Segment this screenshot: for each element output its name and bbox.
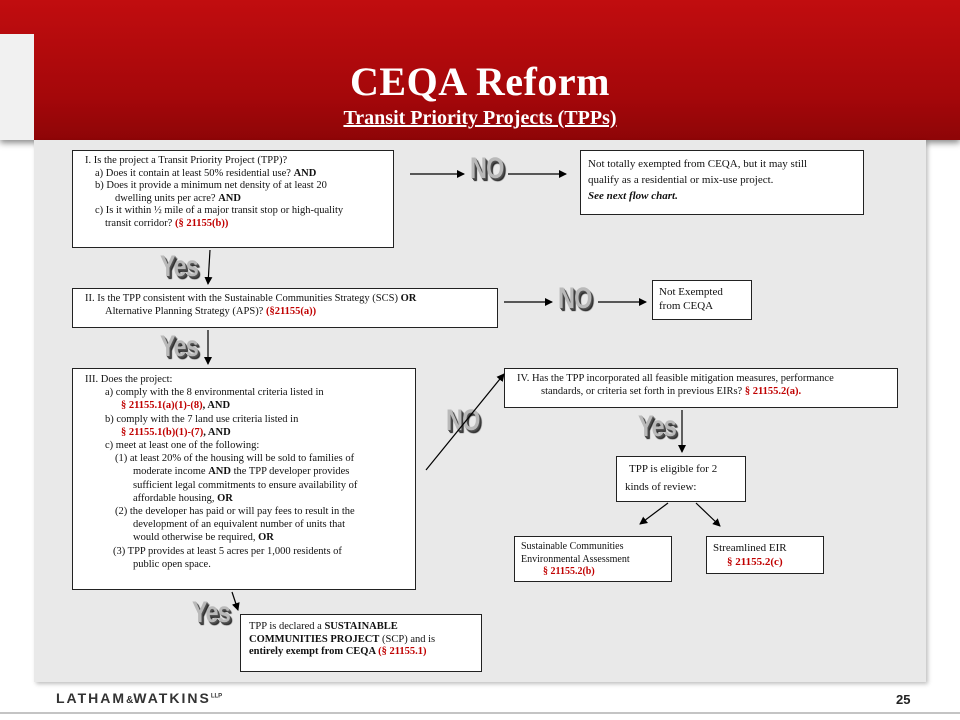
logo-part-a: LATHAM — [56, 690, 127, 706]
scp-l2-bold: COMMUNITIES PROJECT — [249, 633, 380, 645]
box3-c2-3-or: OR — [258, 532, 274, 544]
decision-no-2: NO — [558, 282, 592, 315]
footer-divider — [0, 712, 960, 714]
box4-l2-text: standards, or criteria set forth in prev… — [541, 385, 745, 397]
box3-c1-2-post: the TPP developer provides — [230, 466, 350, 478]
logo-part-b: WATKINS — [133, 690, 211, 706]
scea-line-2: Environmental Assessment — [521, 553, 630, 565]
box-scp-declared: TPP is declared a SUSTAINABLE COMMUNITIE… — [240, 614, 482, 672]
box3-b2-ref: § 21155.1(b)(1)-(7) — [121, 426, 204, 438]
box3-c3-2: public open space. — [133, 558, 211, 570]
box-eligible-review: TPP is eligible for 2 kinds of review: — [616, 456, 746, 502]
box1-question: I. Is the project a Transit Priority Pro… — [85, 155, 288, 166]
box3-c3-1: (3) TPP provides at least 5 acres per 1,… — [113, 545, 342, 557]
logo-llp: LLP — [210, 693, 223, 700]
box1-b2-text: dwelling units per acre? — [115, 192, 219, 204]
box3-c2-3-text: would otherwise be required, — [133, 532, 259, 544]
box3-a2-and: , AND — [202, 400, 231, 412]
scp-l3-bold: entirely exempt from CEQA — [249, 646, 379, 658]
scp-line-3: entirely exempt from CEQA (§ 21155.1) — [249, 646, 473, 659]
eligible-line-1: TPP is eligible for 2 — [629, 463, 718, 475]
scp-l1-text: TPP is declared a — [249, 621, 325, 632]
box1-line-a: a) Does it contain at least 50% resident… — [79, 168, 387, 181]
box3-intro: III. Does the project: — [85, 374, 173, 385]
box-scs-question: II. Is the TPP consistent with the Susta… — [72, 288, 498, 328]
header-left-strip — [0, 34, 34, 140]
box2-line-2: Alternative Planning Strategy (APS)? (§2… — [79, 306, 491, 319]
box1-line-b1: b) Does it provide a minimum net density… — [95, 180, 327, 192]
box2-l1-text: II. Is the TPP consistent with the Susta… — [85, 293, 401, 304]
scea-line-3: § 21155.2(b) — [543, 566, 595, 577]
box1-c2-text: transit corridor? — [105, 217, 175, 229]
decision-yes-3: Yes — [638, 410, 677, 443]
box4-l2-ref: § 21155.2(a). — [744, 385, 802, 397]
scp-l2-text: (SCP) and is — [379, 633, 436, 645]
box1-a-and: AND — [293, 167, 317, 179]
logo-amp: & — [126, 695, 134, 706]
not-totally-line-1: Not totally exempted from CEQA, but it m… — [588, 158, 808, 170]
slide-subtitle: Transit Priority Projects (TPPs) — [343, 107, 617, 129]
scp-l1-bold: SUSTAINABLE — [324, 621, 398, 632]
box-mitigation-question: IV. Has the TPP incorporated all feasibl… — [504, 368, 898, 408]
box3-b1: b) comply with the 7 land use criteria l… — [105, 413, 299, 425]
slide-header: CEQA Reform Transit Priority Projects (T… — [0, 0, 960, 140]
box4-line-1: IV. Has the TPP incorporated all feasibl… — [517, 373, 834, 384]
box3-c2-3: would otherwise be required, OR — [79, 531, 409, 544]
box1-b2-and: AND — [218, 192, 241, 204]
decision-yes-2: Yes — [160, 330, 199, 363]
eir-line-2: § 21155.2(c) — [727, 556, 783, 568]
box-not-totally-exempted: Not totally exempted from CEQA, but it m… — [580, 150, 864, 215]
page-number: 25 — [896, 692, 911, 707]
scp-line-2: COMMUNITIES PROJECT (SCP) and is — [249, 634, 473, 647]
box3-b2: § 21155.1(b)(1)-(7), AND — [79, 426, 409, 439]
box3-c1-2-text: moderate income — [133, 466, 209, 478]
latham-watkins-logo: LATHAM&WATKINSLLP — [56, 690, 222, 706]
decision-no-1: NO — [470, 152, 504, 185]
box3-b2-and: , AND — [203, 426, 231, 438]
slide-title: CEQA Reform — [350, 59, 610, 104]
scea-line-1: Sustainable Communities — [521, 541, 624, 552]
scp-line-1: TPP is declared a SUSTAINABLE — [249, 621, 473, 634]
box2-line-1: II. Is the TPP consistent with the Susta… — [79, 293, 491, 306]
box3-c0: c) meet at least one of the following: — [105, 440, 260, 452]
box-not-exempted: Not Exempted from CEQA — [652, 280, 752, 320]
box-streamlined-eir: Streamlined EIR § 21155.2(c) — [706, 536, 824, 574]
scp-l3-ref: (§ 21155.1) — [378, 646, 427, 658]
box1-line-c2: transit corridor? (§ 21155(b)) — [79, 218, 387, 231]
box3-c1-2-and: AND — [208, 466, 231, 478]
box3-c1-4: affordable housing, OR — [79, 492, 409, 505]
box1-c2-ref: (§ 21155(b)) — [174, 217, 229, 229]
box-sustainable-assessment: Sustainable Communities Environmental As… — [514, 536, 672, 582]
box1-a-text: a) Does it contain at least 50% resident… — [95, 167, 294, 179]
decision-yes-1: Yes — [160, 250, 199, 283]
box3-c1-4-or: OR — [217, 492, 233, 504]
box-tpp-question: I. Is the project a Transit Priority Pro… — [72, 150, 394, 248]
box3-c1-4-text: affordable housing, — [133, 492, 218, 504]
not-totally-line-3: See next flow chart. — [588, 190, 678, 202]
decision-yes-4: Yes — [192, 596, 231, 629]
box-project-criteria: III. Does the project: a) comply with th… — [72, 368, 416, 590]
box2-l2-text: Alternative Planning Strategy (APS)? — [105, 305, 266, 317]
decision-no-3: NO — [446, 404, 480, 437]
box3-a2-ref: § 21155.1(a)(1)-(8) — [121, 400, 203, 412]
box3-c1-2: moderate income AND the TPP developer pr… — [79, 465, 409, 478]
box1-line-b2: dwelling units per acre? AND — [79, 193, 387, 206]
not-exempted-line-1: Not Exempted — [659, 286, 723, 298]
box3-c1-1: (1) at least 20% of the housing will be … — [115, 453, 355, 465]
not-exempted-line-2: from CEQA — [659, 300, 714, 312]
box3-c2-1: (2) the developer has paid or will pay f… — [115, 506, 355, 518]
box3-c2-2: development of an equivalent number of u… — [133, 519, 345, 531]
eir-line-1: Streamlined EIR — [713, 542, 787, 554]
not-totally-line-2: qualify as a residential or mix-use proj… — [588, 174, 774, 186]
box2-l2-ref: (§21155(a)) — [265, 305, 317, 317]
box4-line-2: standards, or criteria set forth in prev… — [511, 386, 891, 399]
box3-c1-3: sufficient legal commitments to ensure a… — [133, 479, 358, 491]
box3-a1: a) comply with the 8 environmental crite… — [105, 387, 324, 399]
eligible-line-2: kinds of review: — [625, 481, 697, 493]
box1-line-c1: c) Is it within ½ mile of a major transi… — [95, 205, 344, 217]
box3-a2: § 21155.1(a)(1)-(8), AND — [79, 399, 409, 412]
box2-l1-or: OR — [400, 293, 417, 304]
